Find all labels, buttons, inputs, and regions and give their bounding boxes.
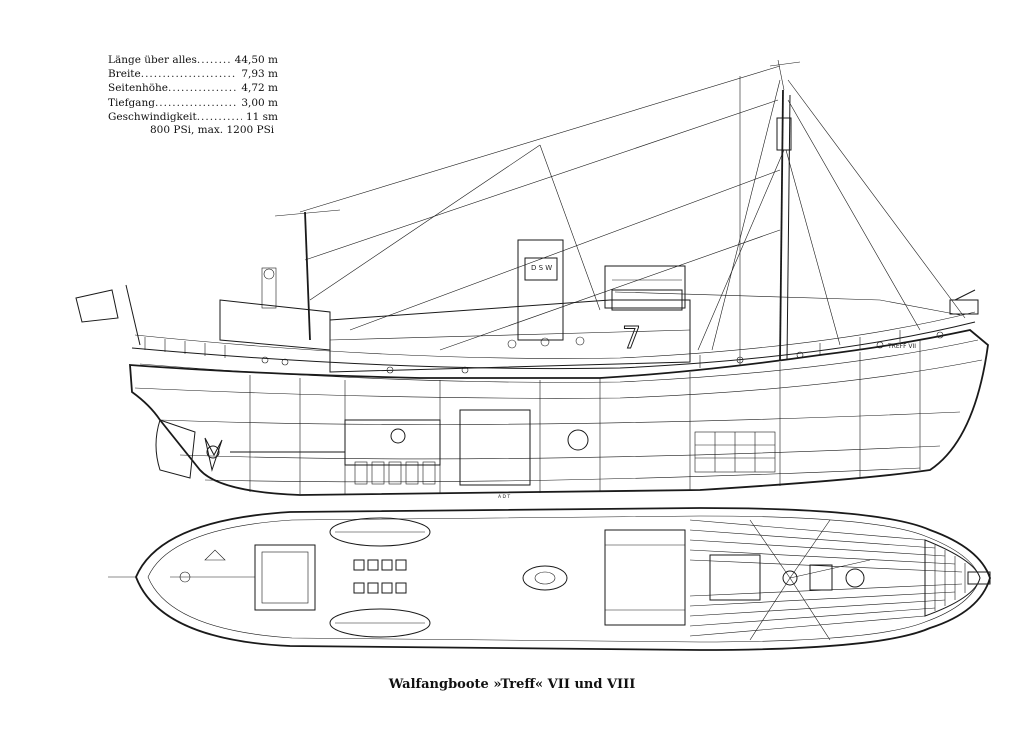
foremast: [769, 59, 801, 361]
funnel-marking: D S W: [531, 264, 552, 272]
mainmast: [274, 209, 341, 341]
keel-label: A D T: [498, 494, 510, 500]
plan-view: [108, 507, 991, 651]
spec-row-depth: Seitenhöhe 4,72 m: [108, 81, 278, 95]
spec-label: Geschwindigkeit: [108, 110, 197, 123]
propeller-hub: [206, 445, 220, 459]
rudder: [155, 419, 196, 479]
spec-value: 3,00 m: [241, 96, 278, 109]
spec-label: Breite: [108, 68, 141, 81]
propeller: [204, 437, 223, 472]
spec-value: 4,72 m: [241, 82, 278, 95]
bow-name: TREFF VII: [887, 343, 916, 350]
engine-room: [230, 409, 589, 486]
side-elevation: D S W 7: [75, 59, 989, 500]
lifeboats: [329, 517, 431, 638]
specifications-table: Länge über alles 44,50 m Breite 7,93 m S…: [108, 53, 278, 124]
spec-row-draft: Tiefgang 3,00 m: [108, 96, 278, 110]
engine-power: 800 PSi, max. 1200 PSi: [150, 124, 275, 136]
funnel-plan: [522, 565, 568, 591]
bulkheads: [249, 340, 921, 494]
drawing-caption: Walfangboote »Treff« VII und VIII: [388, 677, 636, 692]
forward-deck-planking: [689, 519, 963, 637]
spec-label: Länge über alles: [108, 54, 197, 66]
funnel: D S W: [517, 239, 564, 341]
spec-value: 44,50 m: [234, 54, 278, 66]
forward-holds: [694, 431, 776, 473]
mast-plan: [782, 570, 798, 586]
spec-label: Seitenhöhe: [108, 82, 169, 95]
engine-skylights: [353, 559, 407, 594]
harpoon-gun: [949, 289, 979, 315]
bridge: 7: [604, 265, 686, 357]
rigging: [299, 65, 966, 352]
hull-outline: [129, 329, 989, 496]
bridge-number: 7: [622, 321, 641, 356]
stern-flag: [75, 284, 141, 346]
spec-row-beam: Breite 7,93 m: [108, 67, 278, 81]
spec-value: 11 sm: [245, 110, 278, 123]
plan-hull-outline: [135, 507, 991, 651]
spec-row-length: Länge über alles 44,50 m: [108, 53, 278, 67]
spec-row-speed: Geschwindigkeit 11 sm: [108, 110, 278, 124]
spec-value: 7,93 m: [241, 68, 278, 81]
spec-label: Tiefgang: [108, 96, 155, 109]
aft-deckhouse: [219, 299, 331, 351]
bow-platform: [924, 539, 981, 617]
bridge-plan: [604, 529, 686, 626]
